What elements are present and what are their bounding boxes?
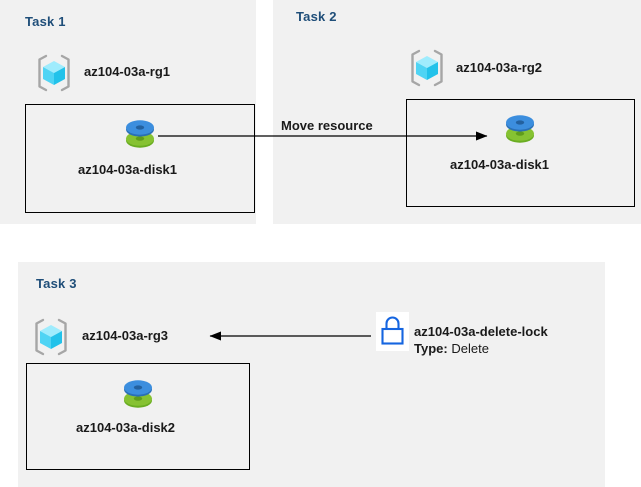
resource-group-cube-icon — [33, 52, 75, 94]
task-panel-3 — [18, 262, 605, 487]
resource-group-boundary-1 — [25, 104, 255, 213]
task-1-heading: Task 1 — [25, 14, 66, 29]
task-3-heading: Task 3 — [36, 276, 77, 291]
disk-label-task3: az104-03a-disk2 — [76, 420, 176, 435]
disk-label-task1: az104-03a-disk1 — [78, 162, 178, 177]
lock-type-value: Delete — [451, 341, 489, 356]
lock-type-row: Type: Delete — [414, 341, 489, 356]
resource-group-cube-icon — [406, 47, 448, 89]
resource-group-cube-icon — [30, 316, 72, 358]
resource-group-boundary-2 — [406, 99, 635, 207]
disk-label-task2: az104-03a-disk1 — [450, 157, 550, 172]
lock-type-key: Type: — [414, 341, 448, 356]
managed-disk-icon — [120, 113, 160, 153]
resource-group-label-3: az104-03a-rg3 — [82, 328, 168, 343]
task-2-heading: Task 2 — [296, 9, 337, 24]
task-panel-1 — [0, 0, 256, 224]
lock-name-label: az104-03a-delete-lock — [414, 324, 548, 339]
move-resource-label: Move resource — [281, 118, 373, 133]
resource-group-label-1: az104-03a-rg1 — [84, 64, 170, 79]
resource-group-boundary-3 — [26, 363, 250, 470]
managed-disk-icon — [118, 373, 158, 413]
managed-disk-icon — [500, 108, 540, 148]
resource-group-label-2: az104-03a-rg2 — [456, 60, 542, 75]
padlock-icon — [376, 312, 409, 351]
task-panel-2 — [273, 0, 641, 224]
